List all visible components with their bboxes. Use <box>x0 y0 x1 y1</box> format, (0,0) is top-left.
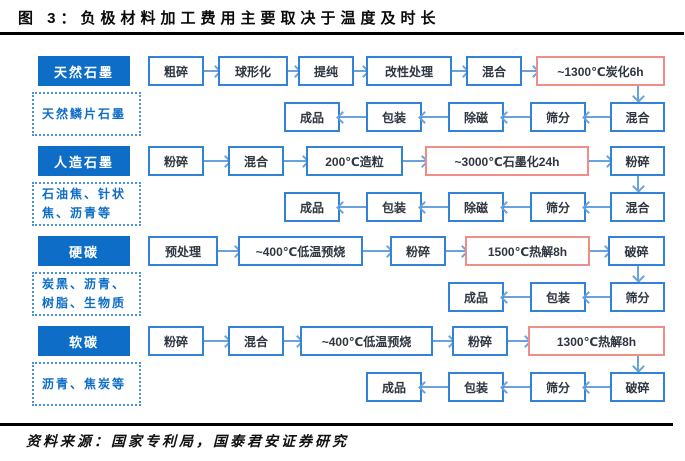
materials-text: 石油焦、针状 <box>42 187 127 202</box>
category-label-soft-carbon: 软碳 <box>38 326 130 356</box>
category-label-natural-graphite: 天然石墨 <box>38 56 130 86</box>
process-box: 破碎 <box>610 372 665 402</box>
process-box: 粉碎 <box>610 146 665 176</box>
arrow-right-icon <box>508 340 528 342</box>
process-box: 成品 <box>284 192 340 222</box>
process-box: ~400℃低温预烧 <box>238 236 363 266</box>
source-note: 资料来源：国家专利局，国泰君安证券研究 <box>26 435 349 450</box>
arrow-right-icon <box>589 160 610 162</box>
arrow-left-icon <box>586 116 610 118</box>
arrow-right-icon <box>284 340 300 342</box>
arrow-right-icon <box>403 160 425 162</box>
arrow-right-icon <box>354 70 366 72</box>
arrow-left-icon <box>504 116 530 118</box>
materials-box-soft-carbon: 沥青、焦炭等 <box>32 362 141 406</box>
process-box: 球形化 <box>218 56 288 86</box>
materials-text: 天然鳞片石墨 <box>42 106 127 121</box>
process-box: 除磁 <box>448 192 504 222</box>
process-box: 破碎 <box>608 236 665 266</box>
process-box: 混合 <box>228 146 284 176</box>
process-box: 混合 <box>610 102 665 132</box>
process-box: 粗碎 <box>148 56 204 86</box>
arrow-left-icon <box>422 386 448 388</box>
process-box: 除磁 <box>448 102 504 132</box>
process-box: 改性处理 <box>366 56 452 86</box>
process-box: 预处理 <box>148 236 218 266</box>
hot-step-box: ~1300℃炭化6h <box>536 56 665 86</box>
footer-divider <box>0 423 673 426</box>
process-box: 粉碎 <box>148 326 204 356</box>
arrow-right-icon <box>522 70 536 72</box>
process-box: ~400℃低温预烧 <box>300 326 433 356</box>
process-box: 包装 <box>448 372 504 402</box>
category-label-hard-carbon: 硬碳 <box>38 236 130 266</box>
process-box: 筛分 <box>530 372 586 402</box>
process-box: 成品 <box>366 372 422 402</box>
process-box: 粉碎 <box>452 326 508 356</box>
arrow-right-icon <box>204 160 228 162</box>
arrow-down-icon <box>637 176 639 190</box>
hot-step-box: 1300℃热解8h <box>528 326 665 356</box>
process-box: 200℃造粒 <box>306 146 403 176</box>
materials-box-hard-carbon: 炭黑、沥青、 树脂、生物质 <box>32 272 141 316</box>
hot-step-box: ~3000℃石墨化24h <box>425 146 589 176</box>
process-box: 包装 <box>366 102 422 132</box>
hot-step-box: 1500℃热解8h <box>465 236 590 266</box>
arrow-left-icon <box>504 206 530 208</box>
process-box: 筛分 <box>530 192 586 222</box>
arrow-left-icon <box>340 206 366 208</box>
materials-text: 树脂、生物质 <box>42 296 127 310</box>
process-box: 成品 <box>284 102 340 132</box>
process-box: 混合 <box>610 192 665 222</box>
arrow-right-icon <box>590 250 608 252</box>
materials-box-artificial-graphite: 石油焦、针状 焦、沥青等 <box>32 182 141 226</box>
process-box: 提纯 <box>298 56 354 86</box>
process-box: 混合 <box>466 56 522 86</box>
materials-text: 炭黑、沥青、 <box>42 277 127 292</box>
process-box: 成品 <box>448 282 504 312</box>
arrow-left-icon <box>422 116 448 118</box>
arrow-left-icon <box>340 116 366 118</box>
category-label-artificial-graphite: 人造石墨 <box>38 146 130 176</box>
arrow-left-icon <box>422 206 448 208</box>
process-box: 包装 <box>366 192 422 222</box>
arrow-down-icon <box>637 356 639 370</box>
arrow-right-icon <box>452 70 466 72</box>
arrow-right-icon <box>446 250 465 252</box>
materials-box-natural-graphite: 天然鳞片石墨 <box>32 92 141 136</box>
process-box: 混合 <box>228 326 284 356</box>
arrow-right-icon <box>284 160 306 162</box>
figure-title: 图 3：负极材料加工费用主要取决于温度及时长 <box>18 10 441 27</box>
arrow-right-icon <box>204 70 218 72</box>
arrow-right-icon <box>204 340 228 342</box>
arrow-left-icon <box>586 296 610 298</box>
arrow-down-icon <box>637 266 639 280</box>
title-divider <box>0 32 684 35</box>
arrow-right-icon <box>288 70 298 72</box>
arrow-left-icon <box>504 296 530 298</box>
materials-text: 焦、沥青等 <box>42 206 113 220</box>
process-box: 包装 <box>530 282 586 312</box>
arrow-right-icon <box>218 250 238 252</box>
process-box: 筛分 <box>530 102 586 132</box>
arrow-left-icon <box>586 206 610 208</box>
process-box: 筛分 <box>610 282 665 312</box>
arrow-right-icon <box>363 250 390 252</box>
process-box: 粉碎 <box>148 146 204 176</box>
arrow-left-icon <box>586 386 610 388</box>
materials-text: 沥青、焦炭等 <box>42 376 127 391</box>
arrow-right-icon <box>433 340 452 342</box>
arrow-left-icon <box>504 386 530 388</box>
arrow-down-icon <box>637 86 639 100</box>
process-box: 粉碎 <box>390 236 446 266</box>
